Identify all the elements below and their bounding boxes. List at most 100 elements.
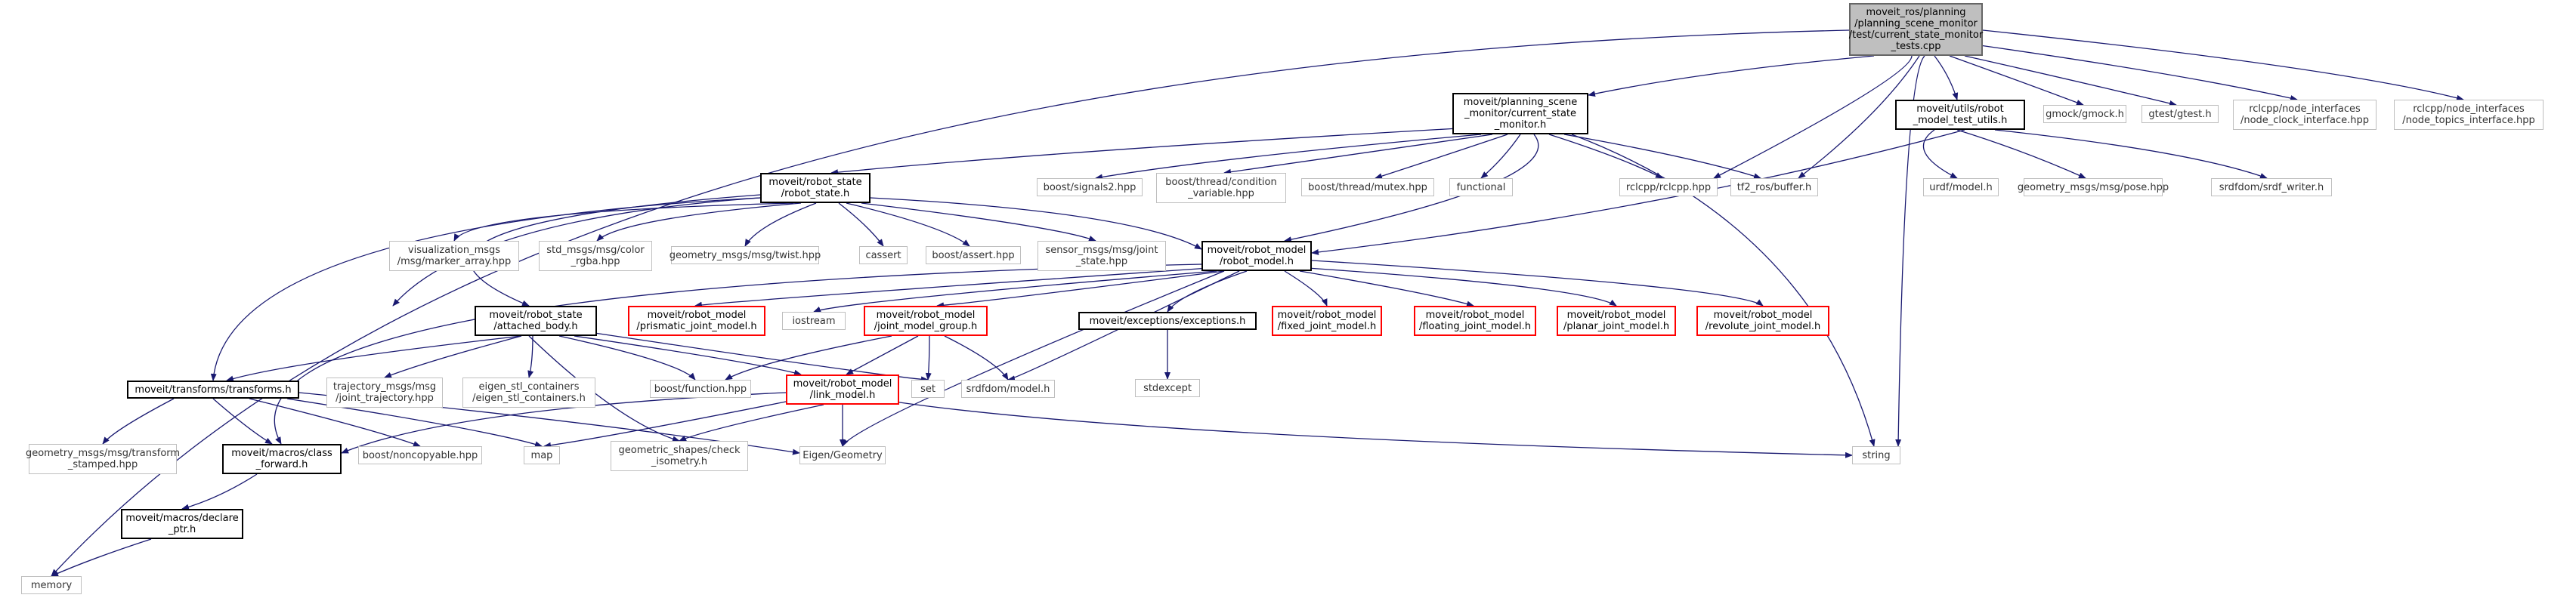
tf2-buffer-node[interactable]: tf2_ros/buffer.h [1730,178,1818,196]
srdfdom-model-node[interactable]: srdfdom/model.h [961,380,1055,398]
geometry-twist-node[interactable]: geometry_msgs/msg/twist.hpp [669,246,821,264]
node-label: moveit/robot_model /link_model.h [793,378,892,401]
robot-model-node[interactable]: moveit/robot_model /robot_model.h [1201,241,1312,271]
root-file-node[interactable]: moveit_ros/planning /planning_scene_moni… [1849,3,1983,56]
dependency-edge [1588,55,1875,97]
dependency-edge [830,128,1459,176]
dependency-edge [51,538,152,577]
dependency-edge [249,398,421,447]
eigen-geometry-node[interactable]: Eigen/Geometry [799,446,886,464]
floating-joint-model-node[interactable]: moveit/robot_model /floating_joint_model… [1414,306,1536,336]
set-node[interactable]: set [911,380,945,398]
prismatic-joint-model-node[interactable]: moveit/robot_model /prismatic_joint_mode… [628,306,765,336]
dependency-edge [1713,55,1913,179]
declare-ptr-node[interactable]: moveit/macros/declare _ptr.h [121,509,243,539]
dependency-edge [1311,260,1764,307]
map-node[interactable]: map [524,446,560,464]
joint-model-group-node[interactable]: moveit/robot_model /joint_model_group.h [864,306,988,336]
dependency-edge [1311,129,1965,255]
node-label: moveit/robot_model /robot_model.h [1207,245,1307,267]
joint-state-node[interactable]: sensor_msgs/msg/joint _state.hpp [1038,241,1166,271]
dependency-edge [1571,134,1876,447]
dependency-edge [469,194,761,307]
eigen-stl-containers-node[interactable]: eigen_stl_containers /eigen_stl_containe… [462,378,595,408]
link-model-node[interactable]: moveit/robot_model /link_model.h [786,374,899,405]
boost-signals2-node[interactable]: boost/signals2.hpp [1037,178,1143,196]
node-label: std_msgs/msg/color _rgba.hpp [546,245,645,267]
node-label: geometric_shapes/check _isometry.h [618,445,741,467]
dependency-edge [1979,45,2298,101]
visualization-msgs-node[interactable]: visualization_msgs /msg/marker_array.hpp [389,241,519,271]
node-clock-interface-node[interactable]: rclcpp/node_interfaces /node_clock_inter… [2233,100,2377,130]
memory-node[interactable]: memory [21,576,82,594]
rclcpp-node[interactable]: rclcpp/rclcpp.hpp [1619,178,1718,196]
robot-model-test-utils-node[interactable]: moveit/utils/robot _model_test_utils.h [1895,100,2025,130]
dependency-edge [210,197,761,381]
node-label: geometry_msgs/msg/transform _stamped.hpp [25,448,181,470]
dependency-edge [1284,270,1328,307]
current-state-monitor-node[interactable]: moveit/planning_scene _monitor/current_s… [1452,93,1588,134]
joint-trajectory-node[interactable]: trajectory_msgs/msg /joint_trajectory.hp… [326,378,443,408]
node-topics-interface-node[interactable]: rclcpp/node_interfaces /node_topics_inte… [2394,100,2544,130]
node-label: geometry_msgs/msg/twist.hpp [669,249,821,261]
attached-body-node[interactable]: moveit/robot_state /attached_body.h [475,306,597,336]
boost-function-node[interactable]: boost/function.hpp [650,380,751,398]
node-label: iostream [792,315,836,327]
dependency-edge [744,202,817,247]
cassert-node[interactable]: cassert [859,246,908,264]
boost-noncopyable-node[interactable]: boost/noncopyable.hpp [358,446,482,464]
string-node[interactable]: string [1852,446,1900,464]
check-isometry-node[interactable]: geometric_shapes/check _isometry.h [611,441,748,471]
boost-condition-variable-node[interactable]: boost/thread/condition _variable.hpp [1156,173,1286,203]
dependency-edge [1223,134,1493,175]
node-label: boost/noncopyable.hpp [362,449,478,461]
functional-node[interactable]: functional [1449,178,1513,196]
dependency-edge [1548,134,1663,179]
iostream-node[interactable]: iostream [782,312,846,330]
dependency-edge [528,335,680,442]
node-label: moveit_ros/planning /planning_scene_moni… [1848,7,1984,52]
stdexcept-node[interactable]: stdexcept [1135,379,1200,397]
node-label: moveit/transforms/transforms.h [135,384,292,396]
robot-state-node[interactable]: moveit/robot_state /robot_state.h [760,173,871,203]
node-label: trajectory_msgs/msg /joint_trajectory.hp… [332,381,437,404]
node-label: moveit/robot_model /prismatic_joint_mode… [636,310,757,332]
boost-assert-node[interactable]: boost/assert.hpp [926,246,1021,264]
node-label: boost/function.hpp [654,383,747,395]
node-label: moveit/robot_model /floating_joint_model… [1418,310,1532,332]
node-label: boost/thread/condition _variable.hpp [1165,177,1277,199]
node-label: string [1862,449,1891,461]
exceptions-node[interactable]: moveit/exceptions/exceptions.h [1078,312,1257,330]
planar-joint-model-node[interactable]: moveit/robot_model /planar_joint_model.h [1557,306,1676,336]
gtest-node[interactable]: gtest/gtest.h [2142,105,2219,123]
transform-stamped-node[interactable]: geometry_msgs/msg/transform _stamped.hpp [25,444,181,474]
boost-mutex-node[interactable]: boost/thread/mutex.hpp [1301,178,1434,196]
dependency-edge [1299,270,1474,307]
geometry-pose-node[interactable]: geometry_msgs/msg/pose.hpp [2018,178,2169,196]
node-label: eigen_stl_containers /eigen_stl_containe… [472,381,586,404]
gmock-node[interactable]: gmock/gmock.h [2043,105,2126,123]
transforms-node[interactable]: moveit/transforms/transforms.h [127,381,299,399]
dependency-edge [1563,134,1761,180]
node-label: moveit/macros/declare _ptr.h [125,513,239,535]
dependency-edge [1895,55,1925,447]
node-label: boost/assert.hpp [932,249,1015,261]
fixed-joint-model-node[interactable]: moveit/robot_model /fixed_joint_model.h [1272,306,1382,336]
dependency-edge [813,270,1217,313]
color-rgba-node[interactable]: std_msgs/msg/color _rgba.hpp [539,241,652,271]
revolute-joint-model-node[interactable]: moveit/robot_model /revolute_joint_model… [1696,306,1829,336]
dependency-edge [226,335,522,382]
urdf-model-node[interactable]: urdf/model.h [1923,178,1999,196]
node-label: tf2_ros/buffer.h [1736,181,1812,193]
node-label: moveit/robot_model /planar_joint_model.h [1563,310,1670,332]
dependency-edge [1994,129,2268,179]
class-forward-node[interactable]: moveit/macros/class _forward.h [222,444,342,474]
dependency-edge [384,335,522,378]
dependency-edge [1934,55,1959,100]
srdf-writer-node[interactable]: srdfdom/srdf_writer.h [2211,178,2332,196]
node-label: set [920,383,935,395]
dependency-edge [846,335,919,375]
node-label: srdfdom/srdf_writer.h [2219,181,2324,193]
dependency-edge [181,473,258,510]
